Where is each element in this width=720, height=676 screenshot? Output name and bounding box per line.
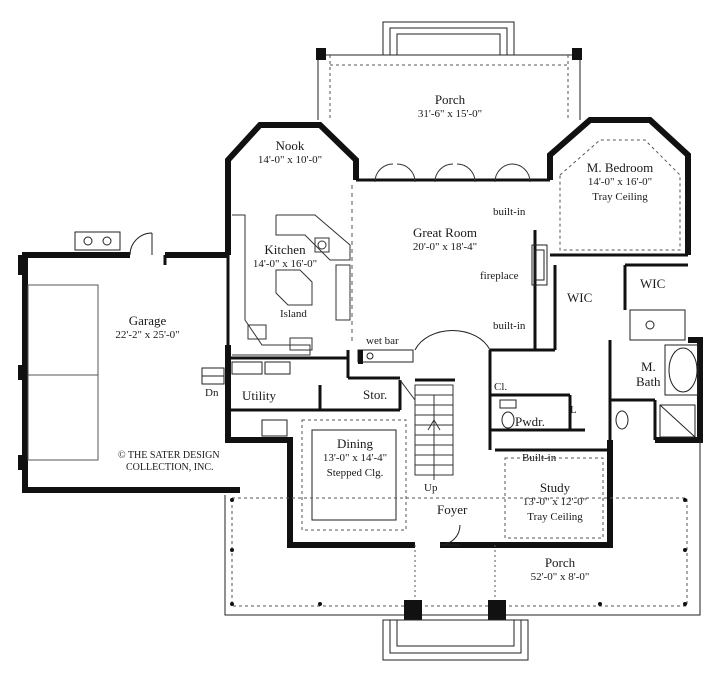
copyright-line-1: © THE SATER DESIGN	[118, 450, 220, 461]
label-pwdr: Pwdr.	[515, 414, 545, 429]
room-name: Nook	[275, 138, 305, 153]
room-dimensions: 22'-2" x 25'-0"	[115, 329, 180, 341]
room-label-m-bedroom: M. Bedroom 14'-0" x 16'-0" Tray Ceiling	[570, 160, 670, 205]
room-label-nook: Nook 14'-0" x 10'-0"	[245, 138, 335, 168]
room-name: Garage	[128, 313, 167, 328]
room-note: Tray Ceiling	[592, 191, 648, 203]
rear-porch-outline	[317, 21, 581, 120]
room-dimensions: 20'-0" x 18'-4"	[412, 241, 478, 253]
label-wic-right: WIC	[640, 276, 666, 291]
room-note: Tray Ceiling	[527, 511, 583, 523]
label-l: L	[570, 404, 577, 416]
room-name: Porch	[434, 92, 466, 107]
label-dn: Dn	[205, 387, 219, 399]
room-dimensions: 52'-0" x 8'-0"	[530, 571, 590, 583]
room-note: Stepped Clg.	[326, 467, 384, 479]
room-label-study: Study 13'-0" x 12'-0" Tray Ceiling	[505, 480, 605, 525]
label-wet-bar: wet bar	[366, 335, 399, 347]
label-m-bath-2: Bath	[636, 374, 661, 389]
label-wic-left: WIC	[567, 290, 593, 305]
room-label-porch-front: Porch 52'-0" x 8'-0"	[510, 555, 610, 585]
exterior-walls	[22, 117, 703, 548]
label-foyer: Foyer	[437, 502, 468, 517]
label-fireplace: fireplace	[480, 270, 519, 282]
label-stor: Stor.	[363, 387, 388, 402]
copyright-line-2: COLLECTION, INC.	[126, 462, 214, 473]
label-built-in-top: built-in	[493, 206, 526, 218]
room-dimensions: 14'-0" x 10'-0"	[257, 154, 323, 166]
label-cl: Cl.	[494, 381, 508, 393]
room-dimensions: 13'-0" x 14'-4"	[322, 452, 388, 464]
label-up: Up	[424, 482, 438, 494]
porch-columns	[316, 48, 582, 620]
label-m-bath-1: M.	[641, 359, 656, 374]
room-dimensions: 14'-0" x 16'-0"	[587, 176, 653, 188]
label-utility: Utility	[242, 388, 276, 403]
room-name: Great Room	[413, 225, 477, 240]
room-label-kitchen: Kitchen 14'-0" x 16'-0"	[240, 242, 330, 272]
stairs	[399, 379, 454, 480]
copyright-notice: © THE SATER DESIGN COLLECTION, INC.	[118, 450, 220, 474]
room-dimensions: 13'-0" x 12'-0"	[522, 496, 588, 508]
room-label-dining: Dining 13'-0" x 14'-4" Stepped Clg.	[310, 436, 400, 481]
room-label-porch-rear: Porch 31'-6" x 15'-0"	[400, 92, 500, 122]
room-label-garage: Garage 22'-2" x 25'-0"	[100, 313, 195, 343]
label-built-in-study: Built-in	[522, 452, 557, 464]
room-dimensions: 31'-6" x 15'-0"	[417, 108, 483, 120]
room-label-great-room: Great Room 20'-0" x 18'-4"	[390, 225, 500, 255]
interior-walls	[163, 230, 688, 452]
room-name: Dining	[336, 436, 374, 451]
room-name: M. Bedroom	[586, 160, 654, 175]
room-name: Porch	[544, 555, 576, 570]
room-dimensions: 14'-0" x 16'-0"	[252, 258, 318, 270]
label-island: Island	[280, 308, 307, 320]
label-built-in-bottom: built-in	[493, 320, 526, 332]
room-name: Kitchen	[264, 242, 306, 257]
room-name: Study	[539, 480, 571, 495]
